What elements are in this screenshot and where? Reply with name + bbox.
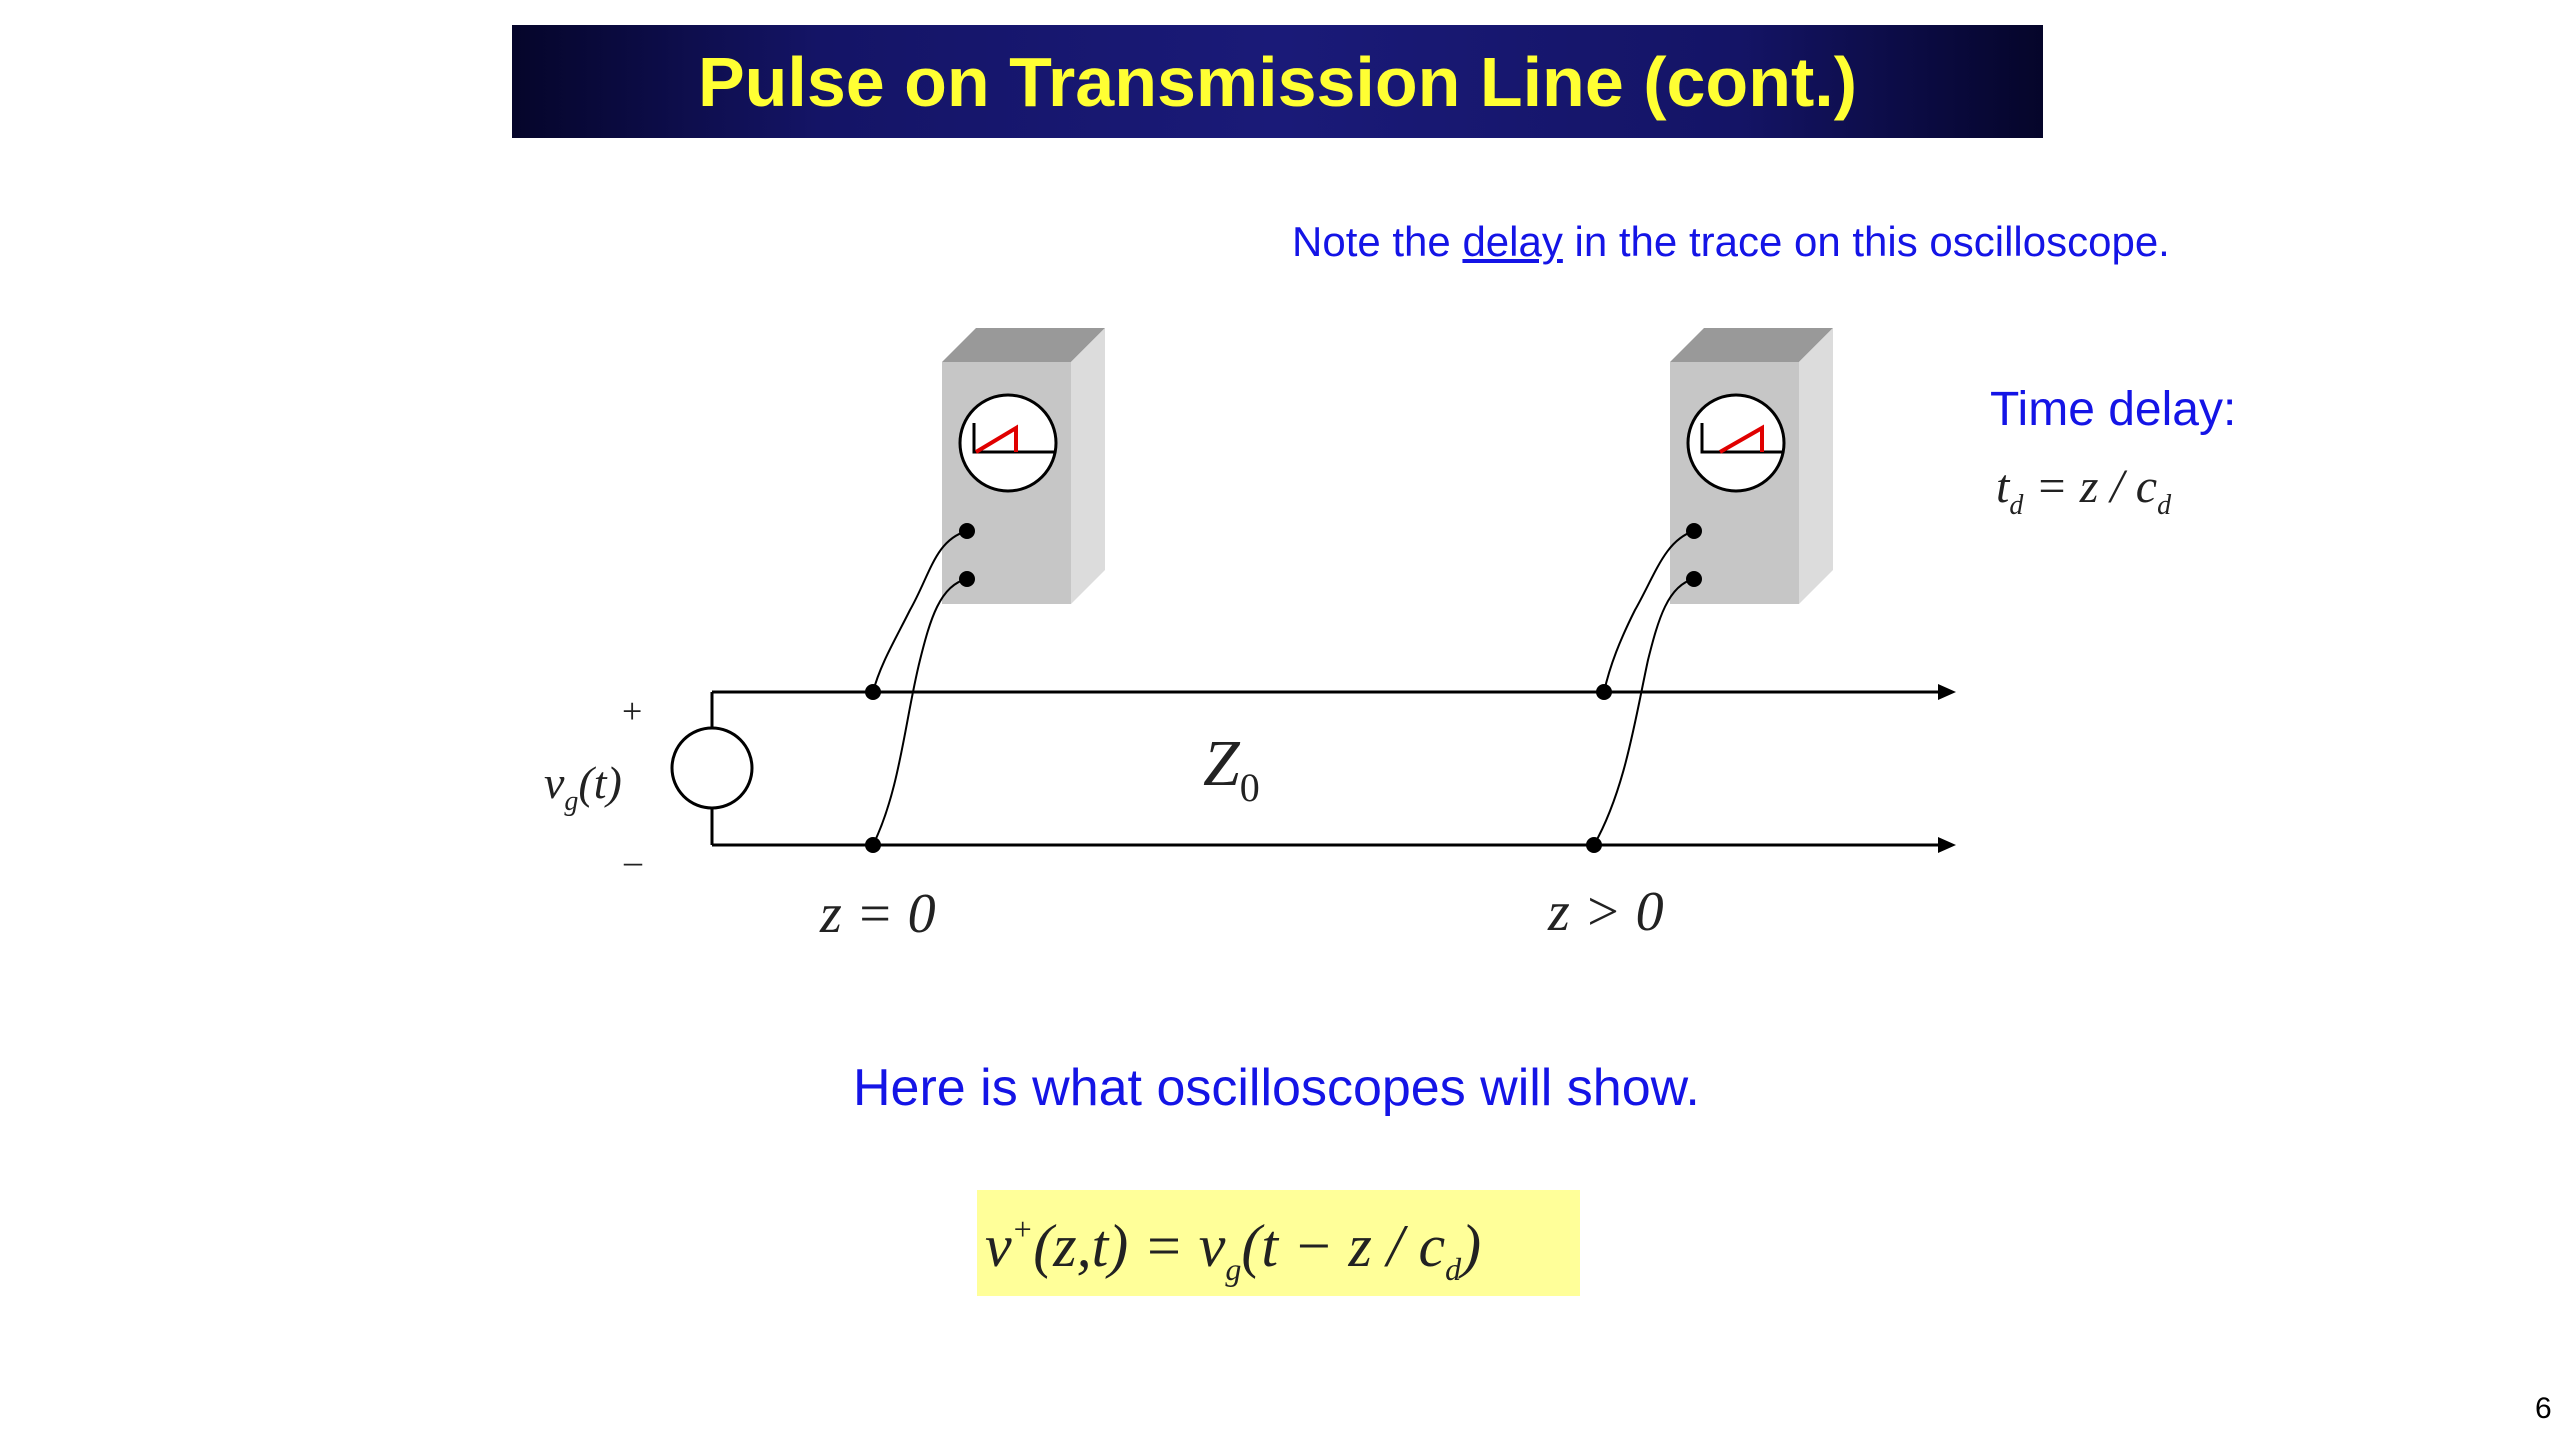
scope-trace-red xyxy=(974,424,1018,454)
probe-wire xyxy=(872,530,968,693)
time-delay-formula: td = z / cd xyxy=(1996,460,2172,521)
scope-axes xyxy=(1700,423,1782,454)
scope-side-face xyxy=(1799,328,1833,604)
source-plus: + xyxy=(622,691,642,731)
note-suffix: in the trace on this oscilloscope. xyxy=(1562,218,2170,265)
arrow-right-icon xyxy=(1938,837,1956,853)
wave-formula-box: v+(z,t) = vg(t − z / cd) xyxy=(977,1190,1580,1296)
probe-wire xyxy=(1603,530,1695,693)
arrow-right-icon xyxy=(1938,684,1956,700)
probe-wire xyxy=(1593,578,1695,846)
scope-screen xyxy=(958,393,1058,493)
page-number: 6 xyxy=(2535,1392,2552,1425)
source-minus: – xyxy=(623,841,643,881)
note-delay-word: delay xyxy=(1462,218,1563,265)
time-delay-label: Time delay: xyxy=(1990,383,2237,436)
scope-trace-red xyxy=(1719,424,1764,454)
oscilloscope-right xyxy=(1670,328,1833,604)
scope-axes xyxy=(972,423,1054,454)
oscilloscope-left xyxy=(942,328,1105,604)
scope-top-face xyxy=(942,328,1105,362)
voltage-source-icon xyxy=(670,726,754,810)
note-prefix: Note the xyxy=(1292,218,1463,265)
delay-note: Note the delay in the trace on this osci… xyxy=(1292,218,2170,266)
oscilloscope-caption: Here is what oscilloscopes will show. xyxy=(853,1059,1700,1117)
scope-side-face xyxy=(1071,328,1105,604)
scope-top-face xyxy=(1670,328,1833,362)
probe-wire xyxy=(872,578,968,846)
position-right-label: z > 0 xyxy=(1547,881,1664,943)
wave-formula-text: v+(z,t) = vg(t − z / cd) xyxy=(985,1211,1481,1287)
position-left-label: z = 0 xyxy=(819,883,936,945)
wave-formula: v+(z,t) = vg(t − z / cd) xyxy=(985,1211,1481,1287)
impedance-label: Z0 xyxy=(1203,727,1260,810)
source-label: vg(t) xyxy=(544,757,622,817)
slide-title: Pulse on Transmission Line (cont.) xyxy=(697,42,1858,121)
title-bar: Pulse on Transmission Line (cont.) xyxy=(512,25,2043,138)
